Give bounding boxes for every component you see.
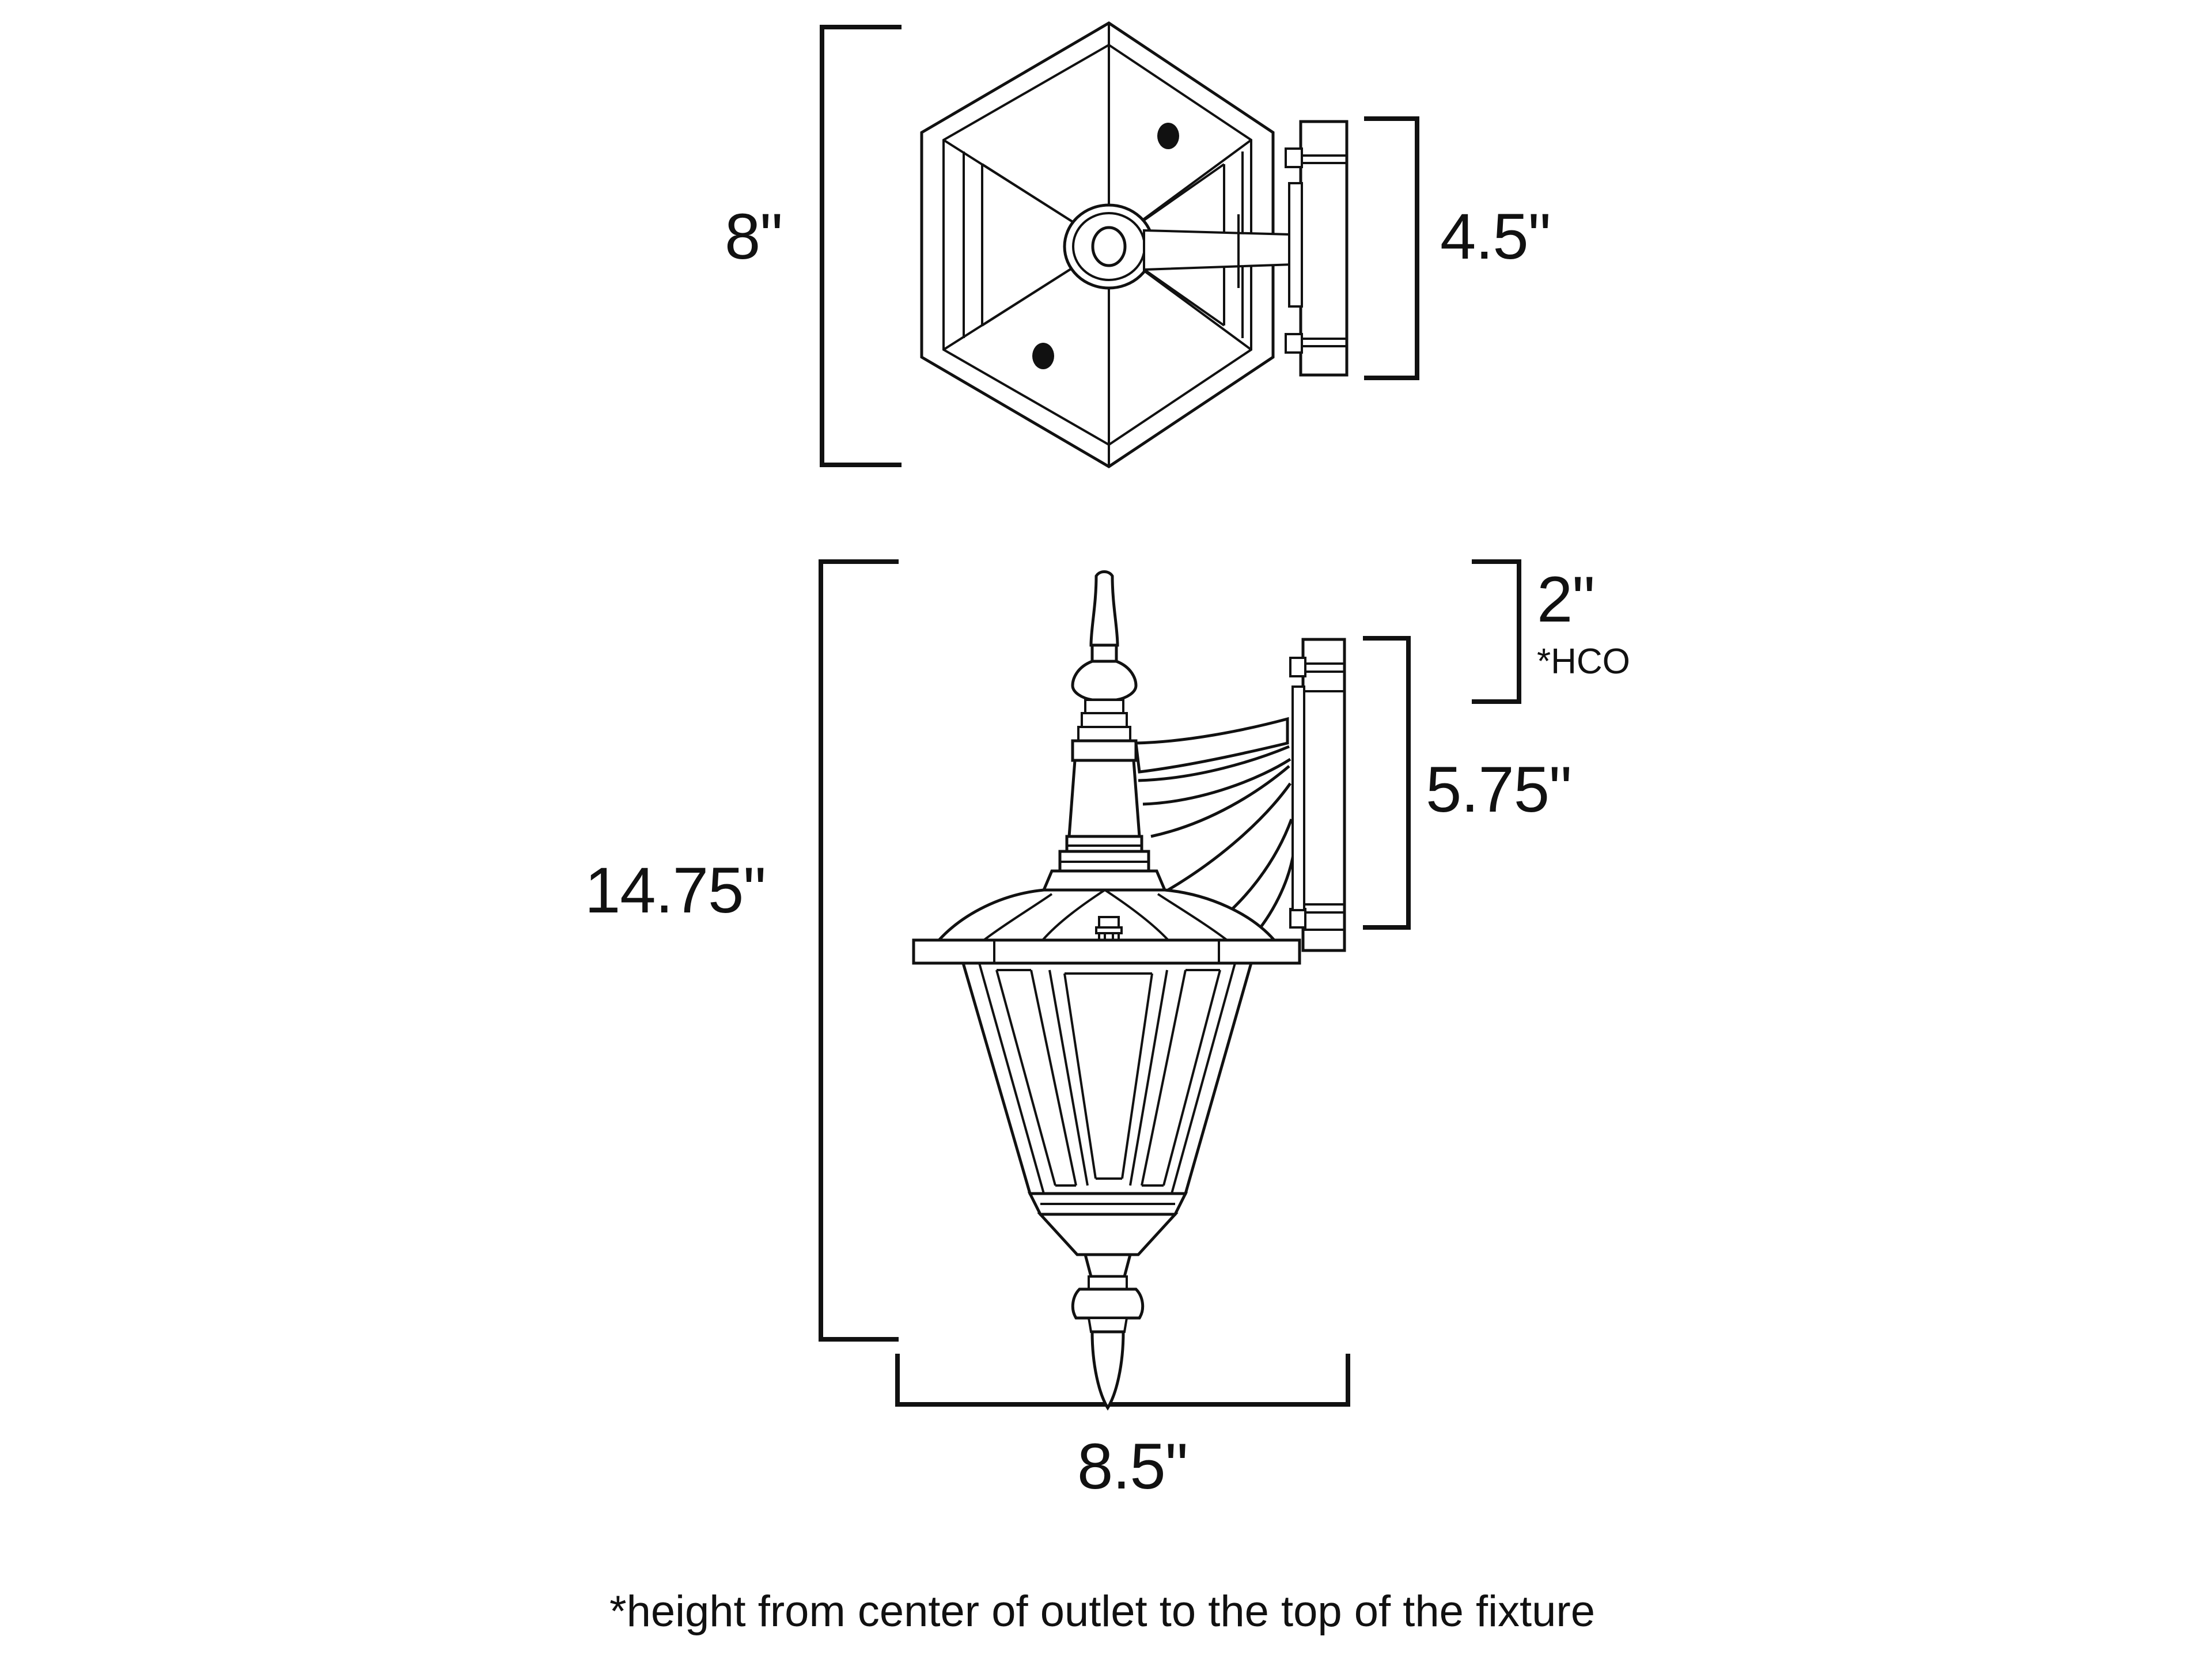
side-lantern-body	[961, 961, 1253, 1256]
side-support-arm	[1134, 717, 1296, 941]
dim-label-hco-note: *HCO	[1537, 642, 1630, 681]
top-view-rosette-screws	[1032, 123, 1179, 369]
top-view-mount-arm	[1143, 214, 1312, 288]
side-bottom-finial	[1071, 1253, 1145, 1411]
dim-label-14p75in: 14.75"	[585, 854, 766, 926]
dim-bracket-5p75in	[1363, 636, 1411, 930]
dim-label-2in: 2"	[1537, 563, 1595, 635]
side-lantern-dome	[912, 888, 1301, 974]
dim-bracket-8p5in	[895, 1354, 1350, 1407]
footnote-caption: *height from center of outlet to the top…	[609, 1587, 1596, 1636]
side-view-group	[819, 559, 1521, 1411]
rosette-icon	[1157, 123, 1179, 149]
dim-bracket-8in	[820, 25, 902, 467]
dim-label-8in: 8"	[725, 200, 783, 272]
top-view-group	[820, 21, 1419, 468]
side-wall-plate	[1289, 638, 1346, 952]
dim-bracket-14p75in	[819, 559, 899, 1342]
dim-bracket-2in-hco	[1472, 559, 1521, 704]
dim-label-5p75in: 5.75"	[1426, 753, 1572, 825]
top-view-center-hub	[1063, 203, 1155, 290]
dim-label-8p5in: 8.5"	[1077, 1430, 1188, 1502]
side-top-finial	[1041, 570, 1167, 892]
dim-label-4p5in: 4.5"	[1440, 200, 1551, 272]
top-view-wall-plate	[1285, 120, 1349, 377]
rosette-icon	[1032, 343, 1054, 369]
dim-bracket-4p5in	[1364, 116, 1419, 380]
